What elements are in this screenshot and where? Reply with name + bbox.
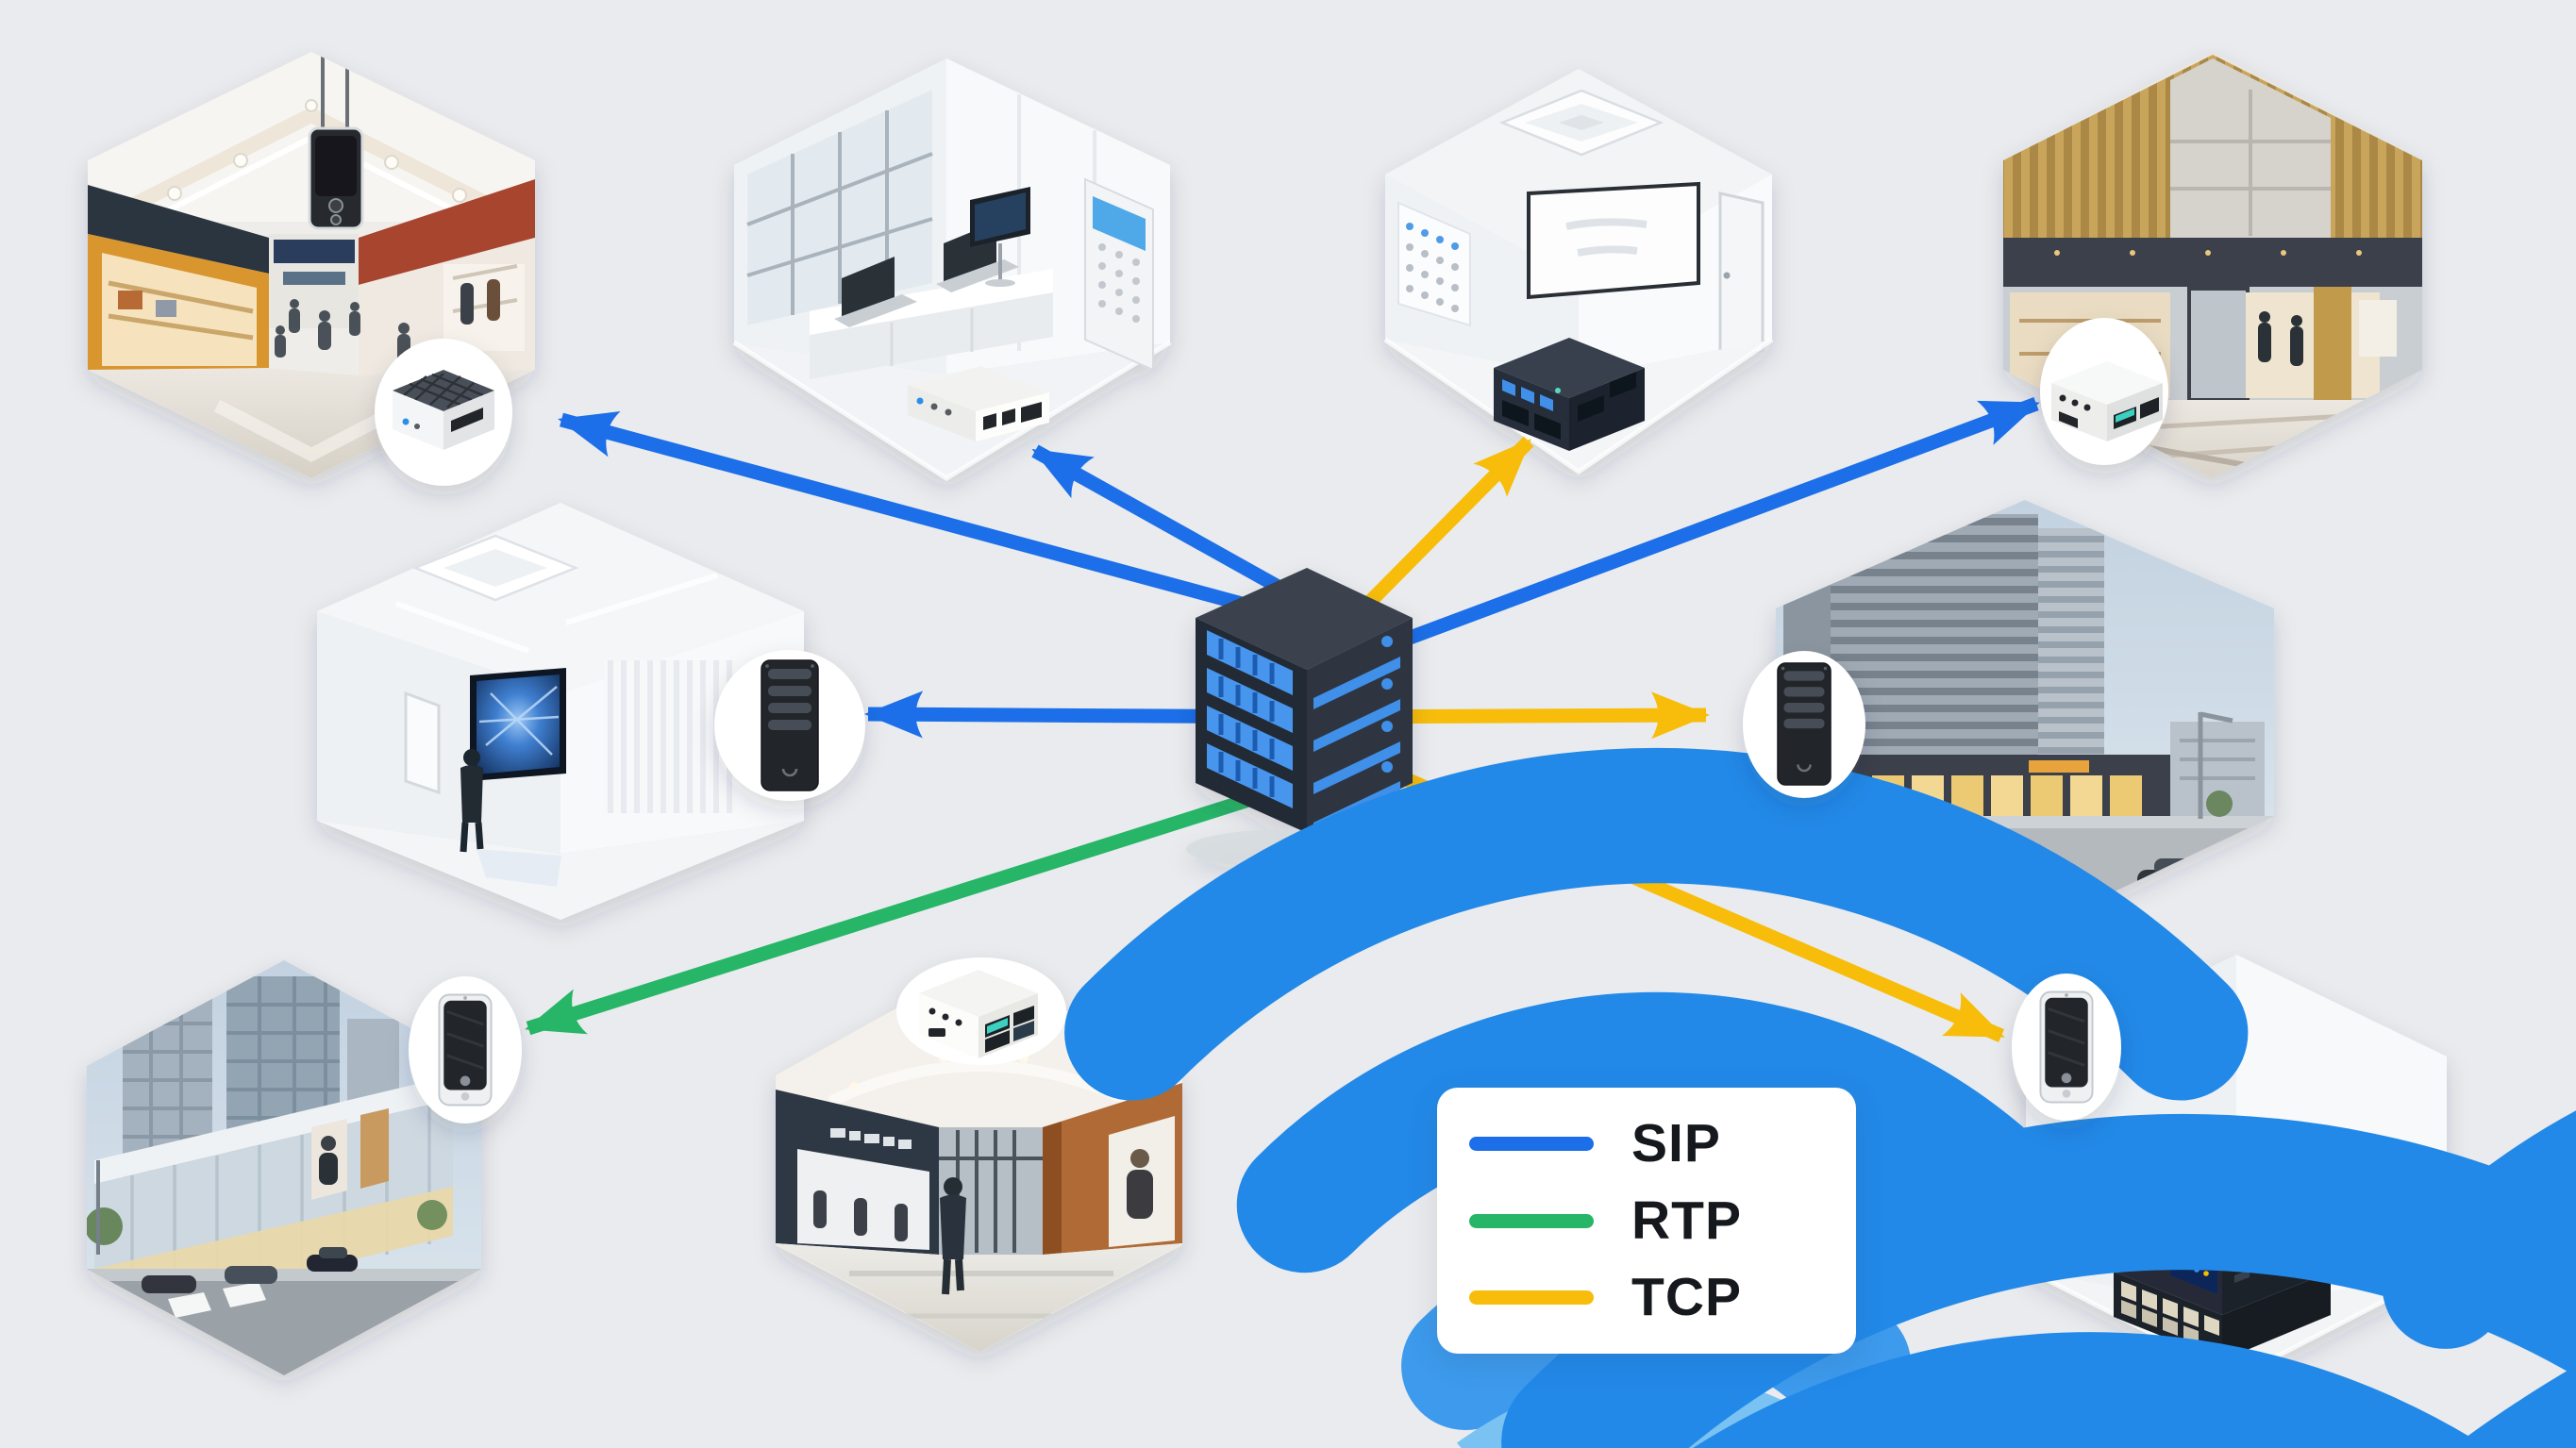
billboards: [311, 1108, 389, 1200]
store-signage: [830, 1128, 912, 1149]
badge-showroom: [714, 650, 865, 801]
framed-cabinet-speaker: [438, 993, 493, 1107]
sip-line-swatch: [1469, 1136, 1594, 1151]
rtp-line-swatch: [1469, 1213, 1594, 1228]
wall-monitor: [970, 187, 1030, 287]
arrow-tcp-to-tile-meeting-room: [1344, 436, 1534, 628]
door: [404, 691, 441, 795]
person-silhouette: [460, 749, 484, 853]
audio-gateway-device: [1494, 338, 1645, 451]
legend-item-sip: SIP: [1469, 1112, 1856, 1173]
person-silhouette: [940, 1177, 966, 1295]
badge-switch-room: [2012, 974, 2121, 1121]
tcp-label: TCP: [1631, 1267, 1742, 1328]
door: [1718, 191, 1765, 362]
black-tower-speaker: [1777, 662, 1832, 786]
badge-city-building: [1743, 651, 1865, 798]
tile-showroom: [317, 503, 804, 920]
hanging-speaker: [308, 55, 364, 230]
mannequins: [2258, 311, 2303, 366]
arrow-sip-to-tile-control-room: [1031, 444, 1287, 596]
ceiling-spotlights: [167, 99, 467, 203]
laptop: [842, 257, 895, 319]
ceiling-ac-unit: [411, 534, 579, 602]
badge-mall-corridor: [375, 339, 512, 486]
whiteboard: [1527, 181, 1700, 300]
protocol-arrows: [525, 396, 2040, 1042]
wall-light-switches: [2053, 1126, 2146, 1207]
arrow-sip-to-tile-storefront: [1347, 396, 2040, 668]
legend-item-rtp: RTP: [1469, 1190, 1856, 1251]
window-grid: [746, 110, 933, 315]
audio-matrix-device: [908, 366, 1049, 441]
framed-cabinet-speaker: [2039, 990, 2094, 1104]
audio-matrix-device: [896, 957, 1066, 1065]
protocol-legend: SIP RTP TCP: [1437, 1088, 1856, 1354]
display-screen: [470, 668, 566, 781]
tile-meeting-room: [1383, 69, 1774, 475]
wall-control-panel: [1397, 201, 1471, 327]
badge-storefront: [2040, 318, 2168, 465]
sip-label: SIP: [1631, 1112, 1721, 1173]
device-ports: [985, 1006, 1034, 1053]
white-audio-matrix: [2051, 361, 2163, 441]
cars: [142, 1247, 358, 1293]
tcp-line-swatch: [1469, 1290, 1594, 1306]
black-tower-speaker: [761, 659, 819, 791]
arrow-rtp-to-tile-office-building: [525, 775, 1305, 1036]
server-blades: [1207, 630, 1293, 808]
device-ports: [2114, 397, 2159, 429]
ethernet-ports: [2121, 1281, 2219, 1344]
store-poster: [1109, 1116, 1175, 1247]
intercom-kiosk: [1084, 177, 1154, 372]
tile-storefront: [2003, 52, 2422, 478]
rtp-label: RTP: [1631, 1190, 1742, 1251]
control-desk: [810, 222, 1053, 379]
tile-control-room: [732, 58, 1172, 481]
white-mini-server: [393, 370, 494, 450]
badge-office: [409, 976, 522, 1123]
arrow-sip-to-tile-mall-corridor: [558, 411, 1313, 630]
slat-wall: [604, 660, 736, 813]
store-display: [813, 1190, 908, 1241]
ceiling-ac-unit: [1498, 89, 1664, 157]
arrow-tcp-to-tile-switch-room: [1347, 748, 2005, 1042]
legend-item-tcp: TCP: [1469, 1271, 1856, 1324]
